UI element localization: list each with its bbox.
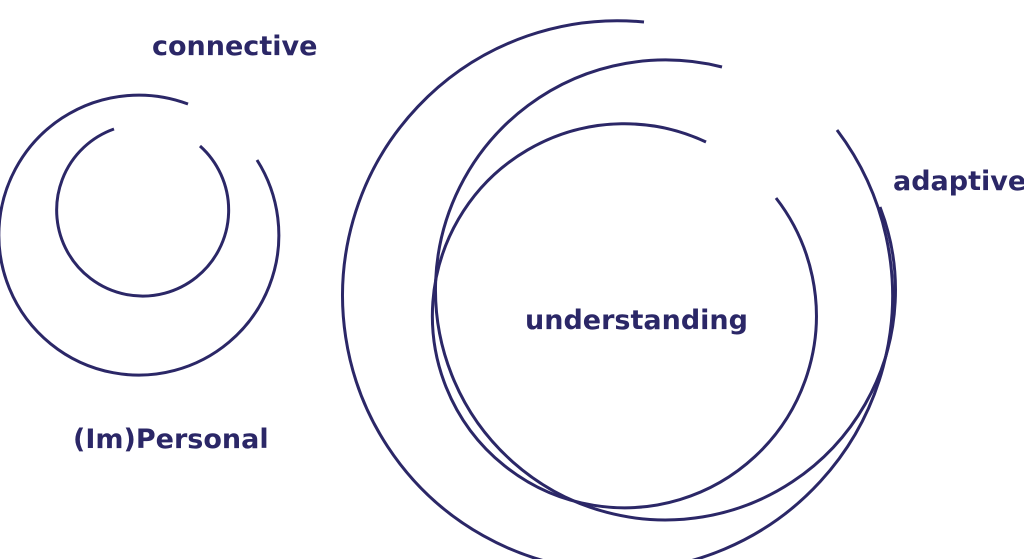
label-understanding: understanding: [525, 305, 748, 336]
label-adaptive: adaptive: [893, 166, 1024, 197]
personal-outer-ring: [0, 93, 281, 377]
connective-large-ring: [341, 19, 895, 559]
understanding-ring: [430, 122, 818, 510]
label-connective: connective: [152, 31, 317, 62]
label-impersonal: (Im)Personal: [73, 424, 269, 455]
adaptive-ring: [433, 58, 897, 522]
personal-inner-ring: [55, 127, 231, 298]
